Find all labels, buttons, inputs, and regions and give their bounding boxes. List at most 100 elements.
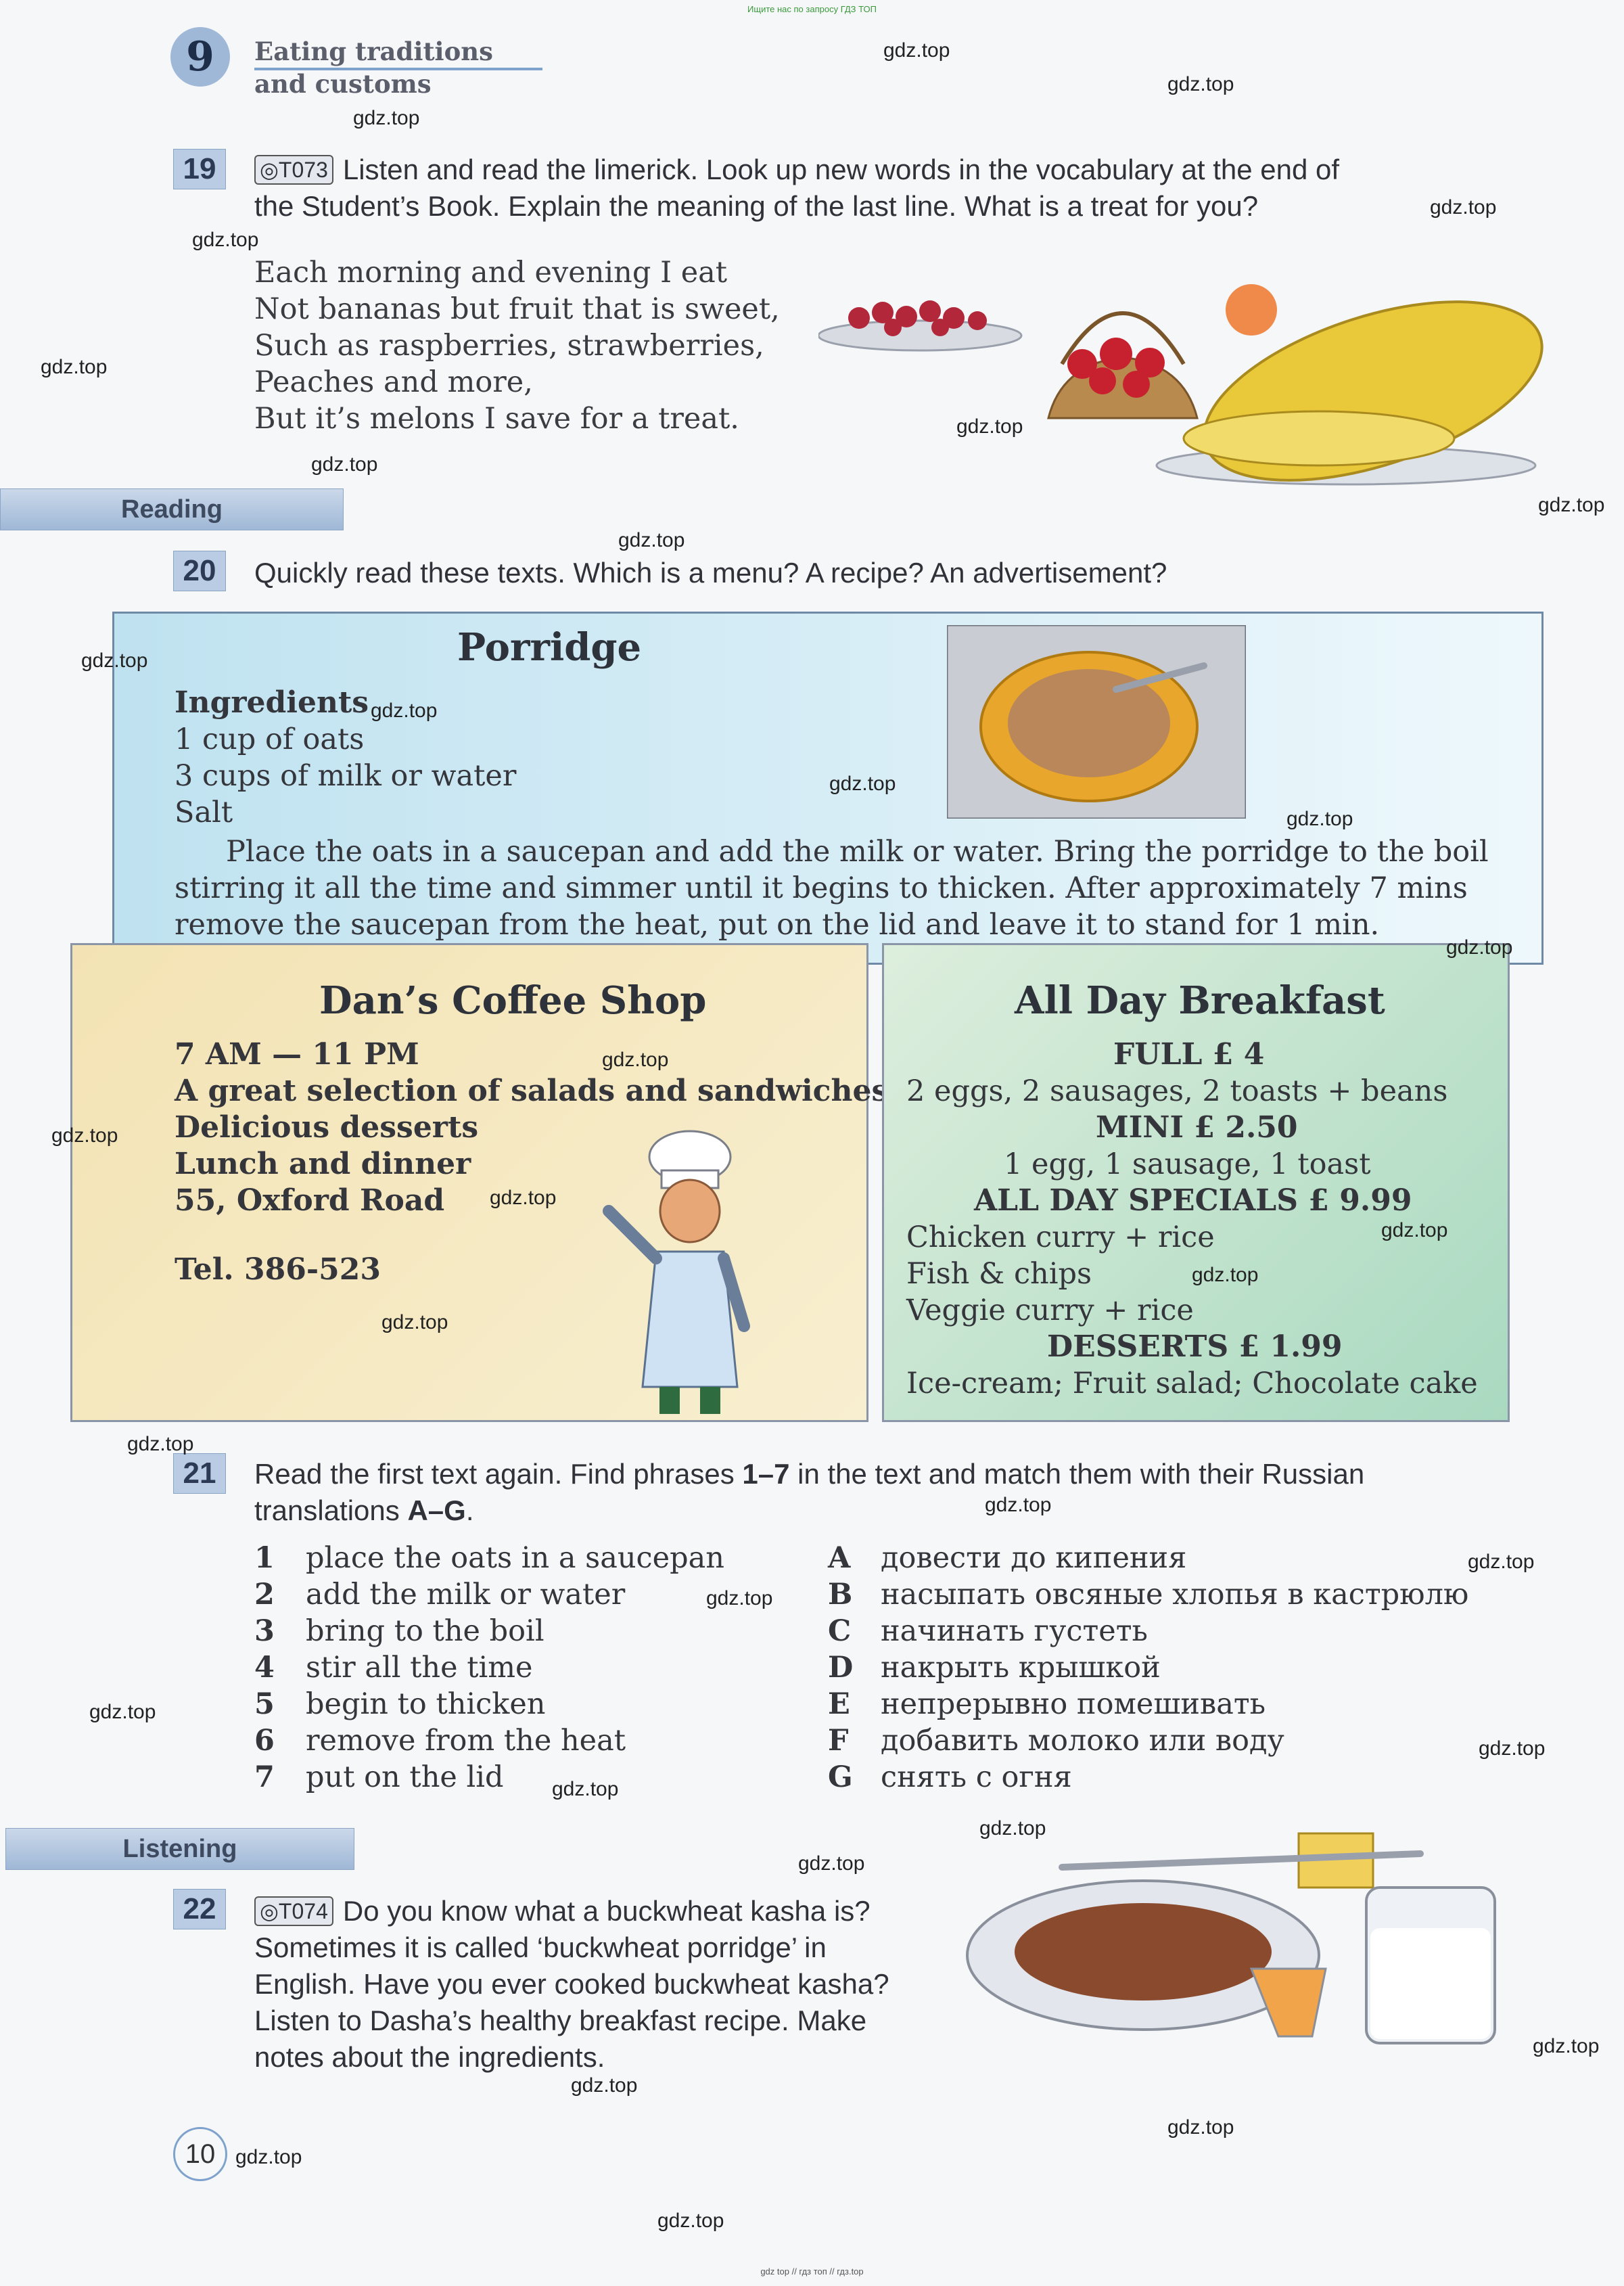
limerick-line: Each morning and evening I eat	[254, 256, 728, 290]
exercise-21-instruction: Read the first text again. Find phrases …	[254, 1456, 1364, 1529]
exercise-19-line2: the Student’s Book. Explain the meaning …	[254, 190, 1259, 222]
audio-track-badge[interactable]: ◎T073	[254, 155, 333, 185]
exercise-22-line: Sometimes it is called ‘buckwheat porrid…	[254, 1931, 827, 1963]
watermark: gdz.top	[883, 39, 950, 62]
unit-title-rule	[254, 68, 542, 70]
watermark: gdz.top	[1479, 1737, 1546, 1760]
exercise-22-line: notes about the ingredients.	[254, 2041, 605, 2073]
watermark: gdz.top	[1538, 494, 1605, 516]
ex21-text: Read the first text again. Find phrases	[254, 1458, 743, 1490]
phrase-number: 4	[254, 1651, 275, 1685]
translation-text: довести до кипения	[881, 1541, 1187, 1575]
breakfast-menu	[882, 943, 1510, 1422]
translation-letter: D	[828, 1651, 854, 1685]
phrase-text: begin to thicken	[306, 1687, 546, 1721]
limerick-line: Peaches and more,	[254, 365, 533, 399]
translation-letter: A	[828, 1541, 851, 1575]
phrase-text: stir all the time	[306, 1651, 533, 1685]
watermark: gdz.top	[552, 1778, 619, 1800]
translation-text: добавить молоко или воду	[881, 1724, 1284, 1758]
exercise-22-instruction: ◎T074 Do you know what a buckwheat kasha …	[254, 1893, 889, 2076]
watermark: gdz.top	[829, 773, 896, 795]
buckwheat-breakfast-illustration	[966, 1832, 1496, 2044]
phrase-number: 7	[254, 1760, 275, 1794]
coffee-shop-line: Lunch and dinner	[175, 1147, 471, 1181]
menu-dessert-items: Ice-cream; Fruit salad; Chocolate cake	[906, 1367, 1478, 1400]
audio-track-label: T073	[278, 158, 328, 182]
ingredient-item: 1 cup of oats	[175, 723, 365, 756]
watermark: gdz.top	[1167, 2116, 1234, 2139]
watermark: gdz.top	[956, 415, 1023, 438]
exercise-20-instruction: Quickly read these texts. Which is a men…	[254, 557, 1167, 589]
watermark: gdz.top	[371, 700, 438, 722]
exercise-19-line1: Listen and read the limerick. Look up ne…	[342, 154, 1340, 185]
coffee-shop-advert	[70, 943, 868, 1422]
ex21-text: in the text and match them with their Ru…	[789, 1458, 1365, 1490]
coffee-shop-title: Dan’s Coffee Shop	[319, 978, 707, 1023]
method-line: Place the oats in a saucepan and add the…	[226, 835, 1489, 869]
translation-letter: B	[828, 1578, 853, 1611]
exercise-22-line: Do you know what a buckwheat kasha is?	[342, 1895, 871, 1927]
translation-letter: F	[828, 1724, 849, 1758]
exercise-22-number: 22	[173, 1889, 226, 1929]
watermark: gdz.top	[571, 2074, 638, 2097]
unit-title: Eating traditions and customs	[254, 35, 493, 100]
translation-text: начинать густеть	[881, 1614, 1148, 1648]
breakfast-title: All Day Breakfast	[1015, 978, 1385, 1023]
watermark: gdz.top	[798, 1852, 865, 1875]
watermark: gdz.top	[618, 529, 685, 551]
watermark: gdz.top	[89, 1701, 156, 1723]
exercise-19-number: 19	[173, 149, 226, 189]
watermark: gdz.top	[1286, 808, 1353, 830]
watermark: gdz.top	[311, 453, 378, 476]
menu-full-items: 2 eggs, 2 sausages, 2 toasts + beans	[906, 1074, 1448, 1108]
fruit-illustration	[818, 284, 1544, 486]
ingredients-label: Ingredients	[175, 685, 369, 720]
porridge-bowl-photo	[947, 625, 1246, 819]
menu-mini-items: 1 egg, 1 sausage, 1 toast	[1004, 1147, 1371, 1181]
phrase-text: bring to the boil	[306, 1614, 544, 1648]
ex21-range: 1–7	[742, 1458, 790, 1490]
limerick: Each morning and evening I eat Not banan…	[254, 254, 780, 437]
translation-text: снять с огня	[881, 1760, 1072, 1794]
watermark: gdz.top	[235, 2146, 302, 2168]
exercise-20-number: 20	[173, 551, 226, 591]
watermark: gdz.top	[602, 1049, 669, 1071]
watermark: gdz.top	[1446, 936, 1513, 959]
exercise-21-number: 21	[173, 1453, 226, 1494]
phrase-number: 3	[254, 1614, 275, 1648]
watermark: gdz.top	[1167, 73, 1234, 95]
page-number: 10	[173, 2127, 227, 2181]
phrase-number: 5	[254, 1687, 275, 1721]
translation-text: накрыть крышкой	[881, 1651, 1161, 1685]
exercise-22-line: Listen to Dasha’s healthy breakfast reci…	[254, 2005, 867, 2036]
unit-number: 9	[170, 27, 230, 87]
phrase-item: 4 stir all the time	[254, 1649, 724, 1686]
watermark: gdz.top	[657, 2210, 724, 2232]
menu-special-item: Veggie curry + rice	[906, 1294, 1194, 1327]
ingredient-item: 3 cups of milk or water	[175, 759, 517, 793]
bottom-banner: gdz top // гдз топ // гдз.top	[760, 2266, 864, 2277]
porridge-title: Porridge	[457, 625, 642, 670]
watermark: gdz.top	[1192, 1264, 1259, 1286]
limerick-line: But it’s melons I save for a treat.	[254, 402, 739, 436]
menu-full-price: FULL £ 4	[1113, 1037, 1265, 1072]
ex21-range: A–G	[407, 1494, 466, 1526]
menu-mini-price: MINI £ 2.50	[1096, 1110, 1298, 1145]
menu-special-item: Fish & chips	[906, 1257, 1092, 1291]
limerick-line: Such as raspberries, strawberries,	[254, 329, 764, 363]
audio-track-badge[interactable]: ◎T074	[254, 1896, 333, 1926]
coffee-shop-line: A great selection of salads and sandwich…	[175, 1074, 889, 1108]
phrase-text: add the milk or water	[306, 1578, 626, 1611]
menu-special-item: Chicken curry + rice	[906, 1220, 1215, 1254]
translation-letter: G	[828, 1760, 853, 1794]
